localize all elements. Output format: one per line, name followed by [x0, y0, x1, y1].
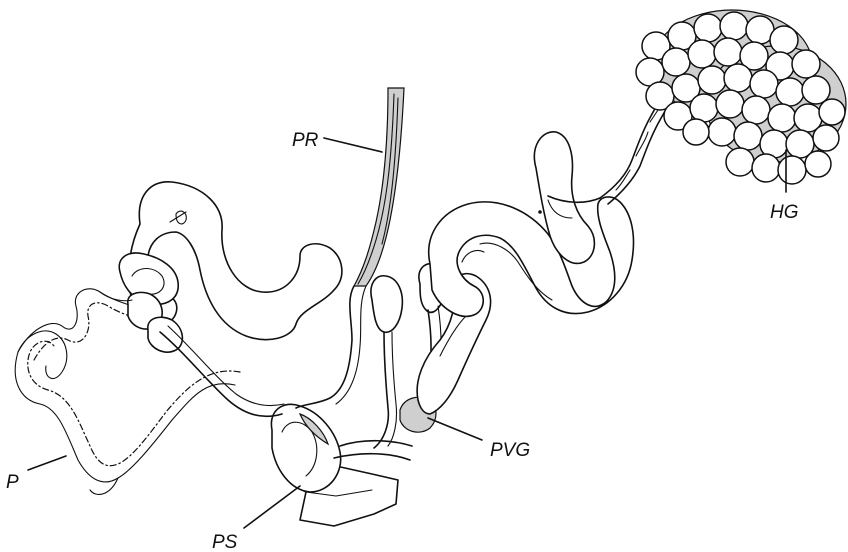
pvg-leader [428, 418, 482, 440]
ps-leader [244, 486, 300, 528]
label-pr: PR [292, 130, 319, 151]
pvg-and-oviduct [400, 132, 634, 432]
penis-tube [15, 289, 240, 495]
pr-leader [324, 138, 382, 152]
label-pvg: PVG [490, 440, 530, 461]
label-ps: PS [212, 532, 238, 552]
hermaphroditic-gland [636, 10, 846, 184]
preputial-sac [271, 404, 412, 526]
flagellum-coil [100, 182, 342, 416]
label-p: P [6, 472, 19, 493]
label-hg: HG [770, 202, 799, 223]
p-leader [28, 456, 66, 470]
